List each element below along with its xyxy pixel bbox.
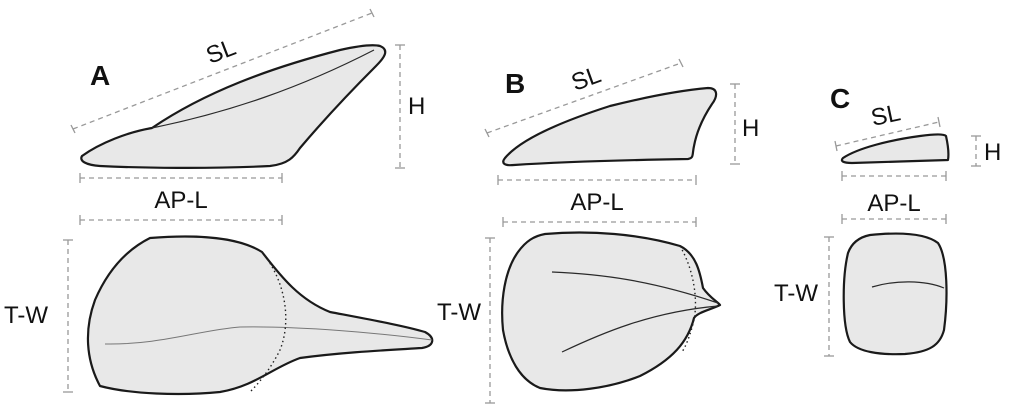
panel-b-h-dimension — [730, 83, 740, 165]
panel-c-t-w-label: T-W — [774, 280, 818, 307]
panel-letter-c: C — [830, 83, 850, 114]
panel-a-ap-l-dimension-upper — [79, 173, 283, 183]
panel-c-sl-dimension — [834, 116, 941, 152]
panel-c-t-w-dimension — [824, 236, 834, 357]
panel-c-ap-l-dimension-upper — [841, 171, 947, 181]
panel-b-t-w-label: T-W — [437, 299, 481, 326]
panel-a: A SL H AP-L — [4, 8, 434, 396]
panel-letter-b: B — [505, 68, 525, 99]
panel-c-h-dimension — [971, 135, 981, 167]
panel-b-sl-label: SL — [568, 61, 605, 96]
panel-a-ap-l-dimension-lower — [79, 215, 283, 225]
panel-letter-a: A — [90, 60, 110, 91]
panel-b-top-view — [501, 231, 722, 392]
panel-a-side-view — [80, 44, 387, 169]
panel-c-side-view — [840, 133, 950, 165]
panel-b-ap-l-label: AP-L — [570, 189, 623, 216]
panel-b-ap-l-dimension-upper — [497, 175, 697, 185]
panel-a-t-w-label: T-W — [4, 302, 48, 329]
panel-c-h-label: H — [984, 139, 1001, 166]
panel-b-ap-l-dimension-lower — [502, 217, 697, 227]
panel-c: C SL H AP-L — [774, 83, 1001, 357]
panel-a-sl-label: SL — [202, 34, 239, 70]
panel-c-sl-label: SL — [869, 99, 903, 132]
panel-b-h-label: H — [742, 115, 759, 142]
panel-c-ap-l-dimension-lower — [841, 214, 947, 224]
panel-a-h-label: H — [408, 93, 425, 120]
panel-b: B SL H AP-L — [437, 58, 759, 404]
panel-b-sl-dimension — [484, 58, 684, 138]
panel-a-t-w-dimension — [63, 239, 73, 393]
panel-a-h-dimension — [395, 44, 405, 169]
panel-b-side-view — [502, 86, 718, 167]
panel-a-sl-dimension — [70, 8, 375, 134]
panel-b-t-w-dimension — [485, 237, 495, 404]
panel-c-top-view — [842, 232, 948, 356]
panel-c-ap-l-label: AP-L — [867, 190, 920, 217]
panel-a-ap-l-label: AP-L — [154, 187, 207, 214]
panel-a-top-view — [86, 235, 434, 396]
